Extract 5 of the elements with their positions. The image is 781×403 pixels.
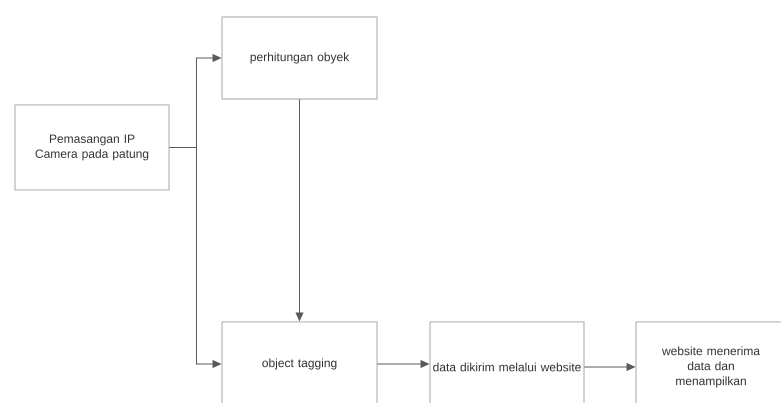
process-box: object tagging [222, 322, 378, 403]
process-box: perhitungan obyek [222, 16, 378, 100]
process-box: data dikirim melalui website [430, 322, 584, 403]
process-box: website menerima data dan menampilkan [636, 322, 781, 403]
process-box: Pemasangan IP Camera pada patung [14, 104, 170, 190]
